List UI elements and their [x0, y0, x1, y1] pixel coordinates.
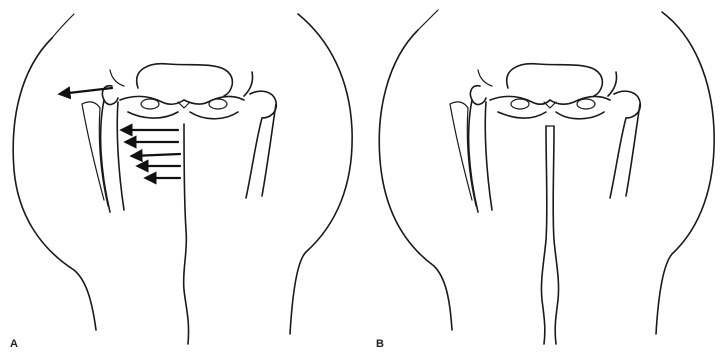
panel-b-left-femur — [470, 86, 486, 105]
panel-b-pelvis-arc — [507, 64, 603, 96]
panel-b-midline-right — [553, 126, 558, 344]
panel-a-body-outline-right — [290, 14, 352, 334]
panel-a-right-femur — [244, 72, 253, 96]
panel-b-body-outline-left — [379, 30, 452, 330]
panel-b-midline-left — [541, 126, 546, 344]
panel-a-drawing — [13, 14, 352, 344]
panel-a-arrow-3 — [132, 154, 180, 156]
panel-a-midline — [184, 124, 189, 344]
panel-b-body-outline-right — [656, 12, 714, 334]
panel-b-right-femur — [608, 72, 617, 96]
panel-a-body-outline-left — [13, 38, 96, 330]
panel-label-b: B — [376, 338, 384, 350]
panel-a-pelvis-arc — [137, 64, 233, 96]
panel-b-drawing — [379, 10, 714, 344]
panel-label-a: A — [10, 338, 18, 350]
panel-a-arrow-trochanter — [60, 88, 112, 94]
